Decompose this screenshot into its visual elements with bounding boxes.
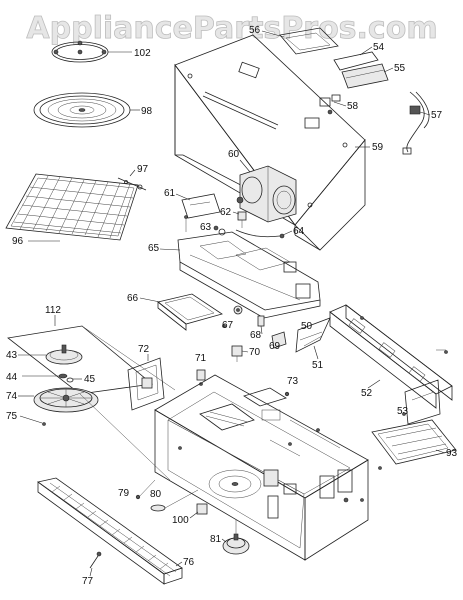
turntable-coupler-100 — [196, 503, 208, 515]
oven-cavity — [154, 374, 369, 561]
part-label-79: 79 — [118, 488, 130, 499]
part-label-55: 55 — [394, 63, 406, 74]
wire-harness — [402, 91, 430, 155]
part-label-102: 102 — [134, 48, 151, 59]
part-label-81: 81 — [210, 534, 222, 545]
control-panel-bracket — [295, 317, 331, 353]
part-label-72: 72 — [138, 344, 150, 355]
thermal-cutoff — [237, 211, 247, 228]
screw-79 — [135, 494, 141, 500]
outer-cabinet-wrapper — [174, 34, 366, 251]
part-label-52: 52 — [361, 388, 373, 399]
part-label-74: 74 — [6, 391, 18, 402]
part-label-112: 112 — [45, 305, 61, 316]
part-label-98: 98 — [141, 106, 153, 117]
part-label-43: 43 — [6, 350, 18, 361]
watermark-logo: AppliancePartsPros.com — [26, 11, 437, 46]
part-label-54: 54 — [373, 42, 385, 53]
part-label-58: 58 — [347, 101, 359, 112]
part-label-56: 56 — [249, 25, 261, 36]
stirrer-knob — [222, 305, 243, 328]
part-label-71: 71 — [195, 353, 207, 364]
part-label-59: 59 — [372, 142, 384, 153]
wire-lead — [235, 229, 285, 239]
part-label-61: 61 — [164, 188, 176, 199]
top-vent-cover — [279, 27, 339, 55]
part-label-67: 67 — [222, 320, 234, 331]
door-switch-bracket — [127, 357, 165, 411]
part-label-73: 73 — [287, 376, 299, 387]
mounting-screw — [213, 225, 226, 236]
part-label-66: 66 — [127, 293, 139, 304]
part-label-50: 50 — [301, 321, 313, 332]
part-label-75: 75 — [6, 411, 18, 422]
part-label-68: 68 — [250, 330, 262, 341]
part-label-80: 80 — [150, 489, 162, 500]
part-label-70: 70 — [249, 347, 261, 358]
wire-rack — [5, 173, 139, 241]
part-label-69: 69 — [269, 341, 281, 352]
grille-screw — [89, 551, 102, 569]
glass-turntable-tray — [33, 92, 131, 128]
turntable-kit-box — [7, 325, 153, 395]
waveguide-cover — [157, 293, 223, 331]
part-label-93: 93 — [446, 448, 458, 459]
part-label-97: 97 — [137, 164, 149, 175]
part-label-57: 57 — [431, 110, 443, 121]
ventilation-fan-assembly — [236, 165, 297, 223]
turntable-motor — [222, 520, 250, 555]
control-panel-frame — [329, 304, 453, 425]
coupler-80 — [150, 504, 166, 512]
vent-grille — [37, 477, 183, 585]
part-label-53: 53 — [397, 406, 409, 417]
switch-bracket — [257, 315, 287, 349]
part-label-62: 62 — [220, 207, 232, 218]
part-label-45: 45 — [84, 374, 96, 385]
exhaust-damper-plate — [333, 51, 389, 89]
part-label-100: 100 — [172, 515, 189, 526]
fan-motor-bracket — [181, 193, 221, 219]
part-label-65: 65 — [148, 243, 160, 254]
part-label-51: 51 — [312, 360, 324, 371]
part-label-64: 64 — [293, 226, 305, 237]
roller-ring-part — [51, 40, 109, 63]
grease-filter — [371, 412, 457, 470]
thermo-switch — [231, 345, 243, 362]
part-label-63: 63 — [200, 222, 212, 233]
part-label-76: 76 — [183, 557, 195, 568]
fastener-73 — [284, 391, 290, 397]
part-label-77: 77 — [82, 576, 94, 587]
part-label-60: 60 — [228, 149, 240, 160]
part-label-44: 44 — [6, 372, 18, 383]
turntable-roller-guide — [33, 387, 99, 413]
part-label-96: 96 — [12, 236, 24, 247]
bracket-screw — [327, 94, 341, 115]
air-guide-base — [177, 231, 321, 319]
